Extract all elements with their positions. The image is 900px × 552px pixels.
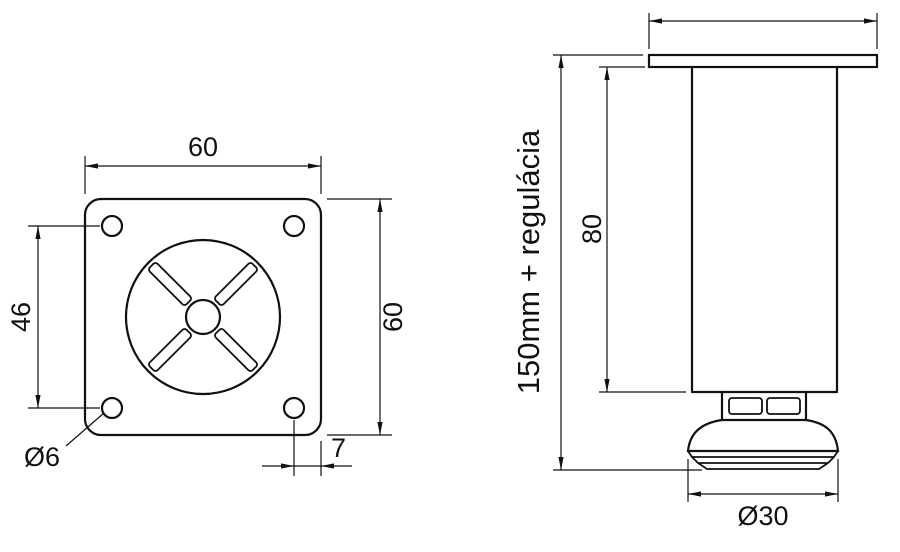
slot-se [214, 328, 258, 372]
dimension-tube-height: 80 [577, 66, 686, 393]
tube-height-label: 80 [577, 214, 607, 244]
mounting-hole-top-left [100, 214, 124, 238]
dimension-plate-width: 60 [84, 132, 322, 194]
foot-diameter-label: Ø30 [737, 501, 788, 531]
adjuster-window-right [766, 397, 801, 415]
dimension-plate-height: 60 [327, 198, 408, 436]
foot-rings [687, 450, 839, 470]
slot-ne [214, 262, 258, 306]
adjuster-window-left [728, 397, 763, 415]
adjuster-section [720, 390, 808, 422]
plate-width-label: 60 [188, 132, 218, 162]
plate-outline [83, 197, 323, 437]
boss-circle [124, 238, 282, 396]
hole-edge-offset-label: 7 [331, 433, 346, 463]
adjuster-neck [720, 390, 808, 422]
dimension-total-height: 150mm + regulácia [511, 54, 702, 471]
mounting-hole-bottom-left [100, 396, 124, 420]
plate-height-label: 60 [378, 302, 408, 332]
mounting-hole-bottom-right [282, 396, 306, 420]
dimension-hole-spacing: 46 [6, 225, 100, 409]
dimension-foot-diameter: Ø30 [687, 459, 839, 531]
hole-diameter-label: Ø6 [24, 442, 60, 472]
boss-slots [148, 262, 258, 372]
slot-nw [148, 262, 192, 306]
hole-spacing-label: 46 [6, 302, 36, 332]
leg-tube [690, 65, 839, 394]
slot-sw [148, 328, 192, 372]
center-hole [184, 298, 222, 336]
dimension-flange-width [648, 13, 878, 49]
total-height-label: 150mm + regulácia [511, 129, 546, 394]
mounting-hole-top-right [282, 214, 306, 238]
callout-hole-diameter: Ø6 [24, 412, 105, 472]
dimension-hole-edge-offset: 7 [262, 420, 352, 476]
foot-dome [686, 418, 840, 453]
plate-top-view: 60 60 46 Ø6 7 [6, 132, 408, 476]
mounting-holes [100, 214, 306, 420]
leg-side-view: 150mm + regulácia 80 Ø30 [511, 13, 879, 531]
flange-plate [647, 53, 879, 69]
foot-assembly [686, 418, 840, 470]
